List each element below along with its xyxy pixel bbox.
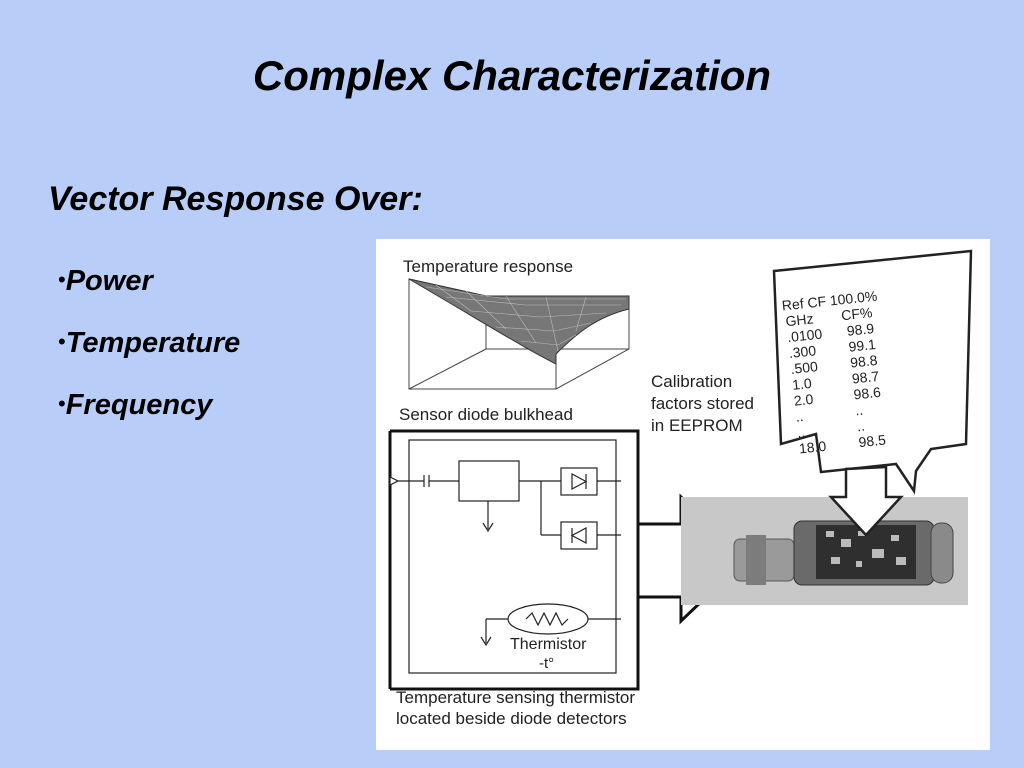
cf-row-frequency: 2.0 — [793, 391, 814, 409]
caption-line-2: located beside diode detectors — [396, 709, 627, 728]
bullet-dot-icon: • — [58, 391, 66, 416]
surface-mesh — [425, 284, 626, 352]
cf-row-cf-value: 98.9 — [846, 320, 875, 339]
bullet-label: Frequency — [65, 389, 213, 421]
cf-callout — [772, 249, 973, 495]
calibration-label-line-3: in EEPROM — [651, 416, 743, 435]
diode-1-icon — [571, 472, 588, 491]
temperature-response-plot: Temperature response — [403, 257, 630, 390]
cf-table-rows: .0100 98.9 .300 99.1 .500 98.8 1.0 98.7 2.0 98.6.… — [786, 320, 886, 456]
bullet-label: Temperature — [65, 327, 241, 359]
slide-title: Complex Characterization — [252, 52, 772, 99]
sensor-diagram-figure: Temperature response — [376, 239, 990, 750]
cf-row-cf-value: 98.5 — [858, 431, 887, 450]
cf-table-col-cf: CF% — [840, 304, 873, 323]
ground-arrow-icon — [482, 522, 494, 533]
bullet-dot-icon: • — [58, 267, 66, 292]
circuit-schematic — [389, 460, 621, 647]
bulkhead-label: Sensor diode bulkhead — [399, 405, 573, 424]
cf-table-col-freq: GHz — [785, 310, 815, 329]
sensor-diagram-svg: Temperature response — [388, 249, 973, 728]
cf-row-cf-value: .. — [854, 402, 863, 419]
bullet-temperature: •Temperature — [58, 324, 240, 386]
slide-subtitle: Vector Response Over: — [48, 180, 423, 218]
thermistor-symbol: -t° — [539, 655, 554, 672]
caption-line-1: Temperature sensing thermistor — [396, 688, 635, 707]
diode-2-icon — [570, 526, 587, 545]
cf-row-frequency: .300 — [788, 342, 817, 361]
cf-row-frequency: .. — [796, 424, 805, 441]
cf-row-cf-value: .. — [856, 418, 865, 435]
response-surface — [408, 278, 630, 365]
bullet-power: •Power — [58, 262, 240, 324]
cf-row-cf-value: 98.7 — [851, 368, 880, 387]
calibration-label-line-1: Calibration — [651, 372, 732, 391]
calibration-label-line-2: factors stored — [651, 394, 754, 413]
cf-row-cf-value: 98.8 — [849, 352, 878, 371]
cf-row-frequency: .. — [795, 408, 804, 425]
temperature-response-label: Temperature response — [403, 257, 573, 276]
cf-row-cf-value: 98.6 — [853, 384, 882, 403]
bullet-frequency: •Frequency — [58, 386, 240, 448]
thermistor-ground-icon — [480, 636, 492, 647]
cf-row-frequency: 1.0 — [791, 375, 812, 393]
callout-arrow-icon — [828, 465, 904, 537]
thermistor-icon — [507, 603, 589, 635]
cf-row-frequency: .500 — [790, 358, 819, 377]
cf-row-frequency: 18.0 — [798, 438, 827, 457]
bullet-dot-icon: • — [58, 329, 66, 354]
sensor-end-cap — [930, 522, 954, 584]
bullet-list: •Power •Temperature •Frequency — [58, 262, 240, 448]
cf-row-cf-value: 99.1 — [848, 336, 877, 355]
thermistor-label: Thermistor — [510, 636, 587, 653]
bullet-label: Power — [65, 265, 153, 297]
cf-row-frequency: .0100 — [786, 326, 823, 346]
circuit-box — [408, 439, 617, 674]
input-connector-icon — [389, 476, 400, 486]
matching-block — [458, 460, 520, 502]
bulkhead-top-edge — [390, 429, 676, 526]
